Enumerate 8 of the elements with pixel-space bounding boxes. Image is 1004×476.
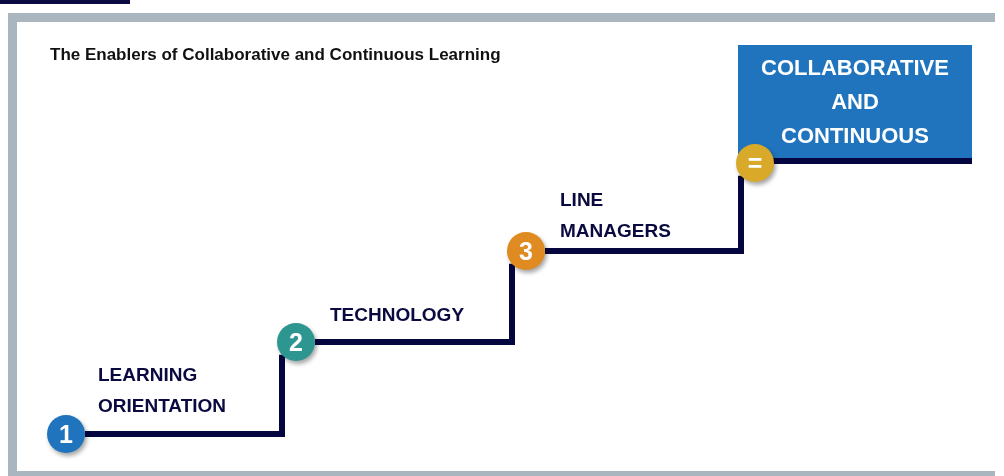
step-label: LINE MANAGERS bbox=[560, 188, 670, 243]
step-line bbox=[315, 263, 515, 345]
result-box: COLLABORATIVE AND CONTINUOUS bbox=[738, 45, 972, 158]
step-label: TECHNOLOGY bbox=[330, 303, 466, 327]
title: The Enablers of Collaborative and Continuous Learning bbox=[50, 45, 501, 65]
step-line bbox=[85, 354, 285, 437]
step-label: LEARNING ORIENTATION bbox=[98, 363, 228, 418]
step-line bbox=[545, 175, 744, 254]
